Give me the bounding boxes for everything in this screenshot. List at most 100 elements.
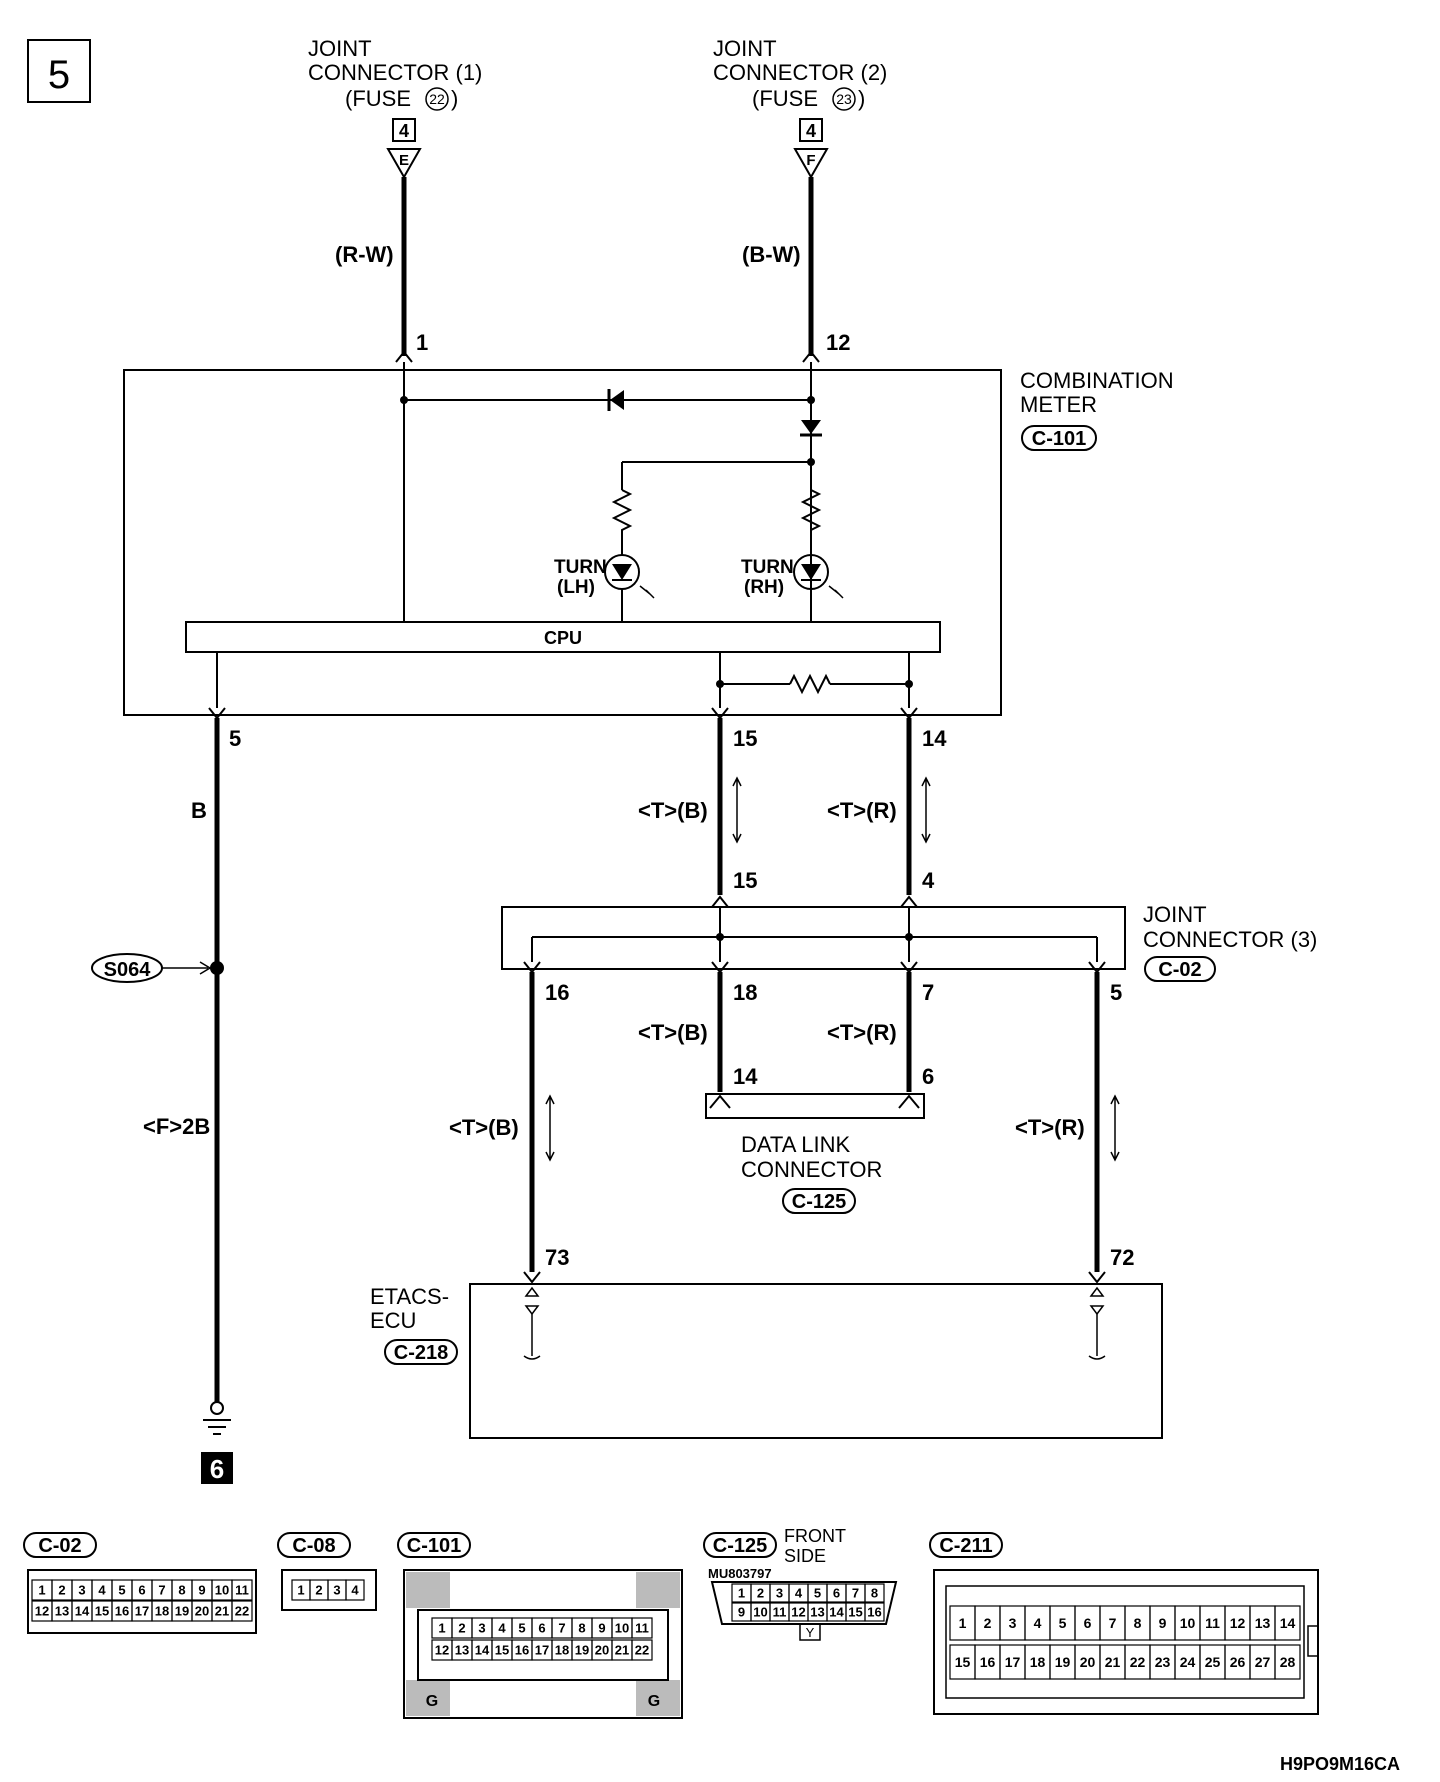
pin-number: 28 <box>1280 1654 1296 1670</box>
turn-rh-label-1: TURN <box>741 557 794 578</box>
pin-number: 3 <box>478 1621 485 1636</box>
c125-key: Y <box>806 1625 815 1640</box>
jc2-paren: ) <box>858 86 865 111</box>
pin-number: 6 <box>538 1621 545 1636</box>
pin-cell <box>1274 1605 1301 1641</box>
pin-number: 15 <box>848 1605 862 1620</box>
fuse-22-number: 22 <box>429 91 445 107</box>
wire-t-b-1: <T>(B) <box>638 798 708 823</box>
pin-number: 15 <box>495 1643 509 1658</box>
pin-cell <box>1274 1644 1301 1680</box>
pin-number: 12 <box>435 1643 449 1658</box>
pin-number: 17 <box>135 1604 149 1619</box>
pin-number: 24 <box>1180 1654 1196 1670</box>
etacs-pin-72: 72 <box>1110 1245 1134 1270</box>
pin-number: 12 <box>35 1604 49 1619</box>
pin-number: 9 <box>598 1621 605 1636</box>
pin-number: 11 <box>773 1605 787 1620</box>
c211-view-code: C-211 <box>939 1535 992 1557</box>
pin-number: 19 <box>575 1643 589 1658</box>
pin-number: 4 <box>795 1586 803 1601</box>
meter-pin-15: 15 <box>733 726 757 751</box>
pin-number: 1 <box>438 1621 445 1636</box>
jc1-pin: E <box>399 152 409 169</box>
etacs-pin-73: 73 <box>545 1245 569 1270</box>
fuse-23-number: 23 <box>836 91 852 107</box>
page-number: 5 <box>27 39 91 103</box>
c125-part-number: MU803797 <box>708 1566 772 1581</box>
jc3-code: C-02 <box>1158 959 1201 981</box>
pin-number: 23 <box>1155 1654 1171 1670</box>
pin-number: 1 <box>959 1615 967 1631</box>
ground-page-ref <box>201 1452 233 1484</box>
pin-cell <box>345 1579 365 1601</box>
jc1-line2: CONNECTOR (1) <box>308 60 482 85</box>
wire-f-2b: <F>2B <box>143 1114 210 1139</box>
jc3-pin-4: 4 <box>922 868 935 893</box>
pin-number: 5 <box>814 1586 821 1601</box>
etacs-code: C-218 <box>394 1342 448 1364</box>
jc2-line2: CONNECTOR (2) <box>713 60 887 85</box>
pin-number: 18 <box>1030 1654 1046 1670</box>
pin-number: 10 <box>215 1583 229 1598</box>
pin-number: 10 <box>615 1621 629 1636</box>
dlc-wires: <T>(B) <T>(R) 14 6 DATA LINK CONNECTOR C… <box>638 972 934 1214</box>
jc1-ref: 4 <box>399 121 409 141</box>
pin-number: 4 <box>1034 1615 1042 1631</box>
pin-number: 5 <box>118 1583 125 1598</box>
pin-number: 3 <box>333 1583 340 1598</box>
wire-t-r-3: <T>(R) <box>1015 1115 1085 1140</box>
pin-number: 20 <box>1080 1654 1096 1670</box>
pin-number: 16 <box>115 1604 129 1619</box>
jc3-label-1: JOINT <box>1143 902 1207 927</box>
pin-number: 10 <box>753 1605 767 1620</box>
pin-number: 2 <box>315 1583 322 1598</box>
fuse-22-circle <box>425 87 449 111</box>
pin-number: 14 <box>475 1643 490 1658</box>
pin-number: 13 <box>1255 1615 1271 1631</box>
pin-number: 8 <box>578 1621 585 1636</box>
turn-lh-label-1: TURN <box>554 557 607 578</box>
pin-number: 16 <box>515 1643 529 1658</box>
pin-number: 19 <box>175 1604 189 1619</box>
pin-number: 8 <box>1134 1615 1142 1631</box>
turn-lh-label-2: (LH) <box>557 577 595 598</box>
pin-number: 14 <box>75 1604 90 1619</box>
pin-cell <box>864 1602 885 1622</box>
pin-number: 3 <box>78 1583 85 1598</box>
jc3-pin-16: 16 <box>545 980 569 1005</box>
pin-cell <box>231 1579 253 1601</box>
diagram-code: H9PO9M16CA <box>1280 1754 1400 1774</box>
can-wires-upper: <T>(B) <T>(R) 15 4 <box>638 718 935 908</box>
pin-number: 12 <box>1230 1615 1246 1631</box>
wire-r-w: (R-W) <box>335 242 394 267</box>
pin-number: 13 <box>455 1643 469 1658</box>
pin-number: 7 <box>558 1621 565 1636</box>
c02-view-code: C-02 <box>38 1535 81 1557</box>
wire-b-w: (B-W) <box>742 242 801 267</box>
pin-number: 22 <box>235 1604 249 1619</box>
pin-number: 22 <box>1130 1654 1146 1670</box>
jc2-line3: (FUSE <box>752 86 818 111</box>
turn-rh-label-2: (RH) <box>744 577 784 598</box>
pin-number: 15 <box>95 1604 109 1619</box>
wire-t-b-3: <T>(B) <box>449 1115 519 1140</box>
c125-view-code: C-125 <box>713 1535 767 1557</box>
pin-number: 20 <box>595 1643 609 1658</box>
pin-number: 9 <box>738 1605 745 1620</box>
meter-label-1: COMBINATION <box>1020 368 1174 393</box>
meter-pin-5: 5 <box>229 726 241 751</box>
ground-wire: B S064 <F>2B 6 <box>91 718 233 1484</box>
pin-number: 14 <box>829 1605 844 1620</box>
pin-number: 18 <box>555 1643 569 1658</box>
pin-number: 11 <box>235 1583 249 1598</box>
pin-number: 3 <box>1009 1615 1017 1631</box>
jc1-line3: (FUSE <box>345 86 411 111</box>
pin-cell <box>864 1583 885 1603</box>
c125-side: SIDE <box>784 1546 826 1566</box>
